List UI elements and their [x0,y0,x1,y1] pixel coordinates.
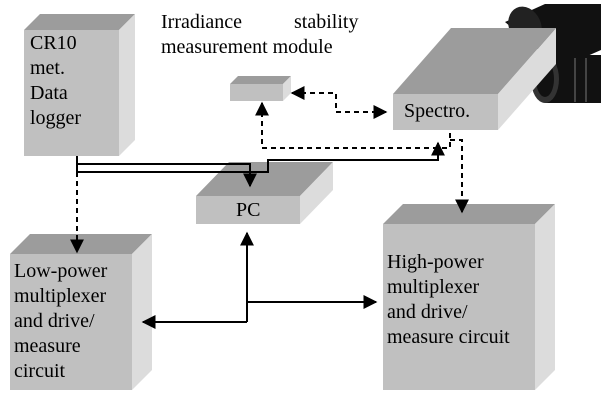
dashed-connections [70,86,469,254]
irradiance-title-left: Irradiance [161,11,243,33]
module-spectro-link [262,130,451,149]
highpower-line-3: and drive/ [387,301,468,323]
irradiance-module-box [230,76,291,101]
logger-to-pc-arrow [77,163,257,188]
datalogger-line-1: CR10 [30,32,77,54]
highpower-line-4: measure circuit [387,326,510,348]
lowpower-line-3: and drive/ [14,310,95,332]
lowpower-line-1: Low-power [14,260,108,282]
highpower-line-2: multiplexer [387,276,480,298]
datalogger-label: CR10 met. Data logger [30,31,81,131]
lowpower-line-4: measure [14,335,81,357]
highpower-line-1: High-power [387,251,484,273]
spectro-box [393,28,556,130]
datalogger-line-3: Data [30,82,68,104]
highpower-label: High-power multiplexer and drive/ measur… [387,250,510,350]
module-to-spectro-arrow [290,86,388,119]
lowpower-line-2: multiplexer [14,285,107,307]
lowpower-line-5: circuit [14,360,66,382]
solid-connections [76,141,445,329]
irradiance-title-right: stability [294,11,359,33]
highpower-box [383,204,555,390]
lowpower-label: Low-power multiplexer and drive/ measure… [14,259,107,384]
irradiance-title-line2: measurement module [161,36,333,58]
spectro-label: Spectro. [404,100,471,122]
datalogger-line-2: met. [30,57,65,79]
datalogger-box [24,14,135,156]
pc-box [196,162,333,224]
logger-to-spectro-arrow [77,141,445,173]
spectro-to-highpower-arrow [450,139,469,214]
datalogger-line-4: logger [30,107,82,129]
pc-label: PC [236,199,261,221]
